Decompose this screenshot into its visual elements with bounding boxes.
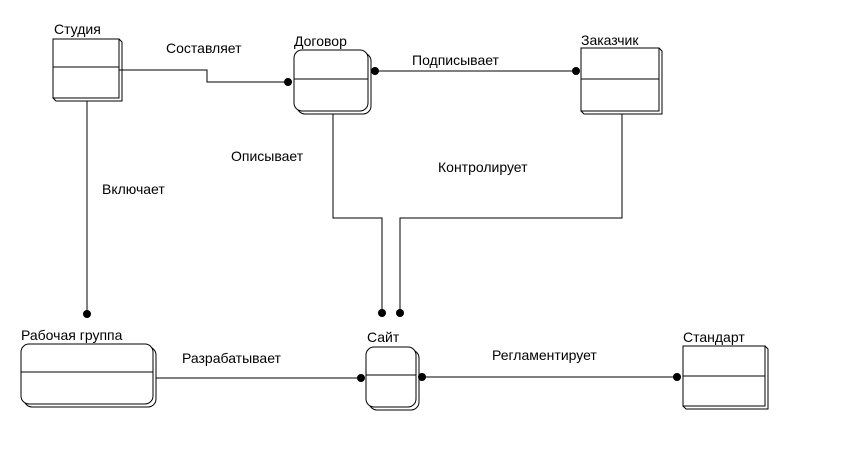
- entity-site-label: Сайт: [367, 329, 400, 345]
- relation-includes-end-dot: [83, 310, 91, 318]
- relation-develops[interactable]: Разрабатывает: [156, 350, 365, 382]
- relation-describes-label: Описывает: [231, 148, 304, 164]
- entity-customer[interactable]: Заказчик: [580, 32, 663, 115]
- entity-contract[interactable]: Договор: [293, 33, 372, 115]
- relation-regulates-start-dot: [418, 373, 426, 381]
- entity-contract-label: Договор: [294, 33, 347, 49]
- relation-composes[interactable]: Составляет: [119, 40, 292, 86]
- relation-regulates-end-dot: [673, 373, 681, 381]
- relation-signs-end-dot: [572, 67, 580, 75]
- relation-regulates[interactable]: Регламентирует: [418, 347, 681, 381]
- relation-describes-end-dot: [378, 309, 386, 317]
- relation-controls-label: Контролирует: [438, 159, 528, 175]
- relation-controls-end-dot: [396, 309, 404, 317]
- relation-describes[interactable]: Описывает: [231, 114, 386, 317]
- entity-workgroup-label: Рабочая группа: [21, 327, 123, 343]
- entity-site[interactable]: Сайт: [365, 329, 420, 411]
- relation-controls[interactable]: Контролирует: [396, 114, 623, 317]
- relation-includes-label: Включает: [102, 181, 165, 197]
- entity-standard-label: Стандарт: [683, 329, 745, 345]
- relation-develops-label: Разрабатывает: [182, 350, 282, 366]
- entity-standard[interactable]: Стандарт: [682, 329, 769, 410]
- entity-studio[interactable]: Студия: [52, 21, 123, 102]
- relation-composes-end-dot: [284, 78, 292, 86]
- relation-composes-label: Составляет: [166, 40, 242, 56]
- relation-includes[interactable]: Включает: [83, 101, 165, 318]
- relation-signs-label: Подписывает: [412, 52, 500, 68]
- relation-develops-end-dot: [357, 374, 365, 382]
- entity-studio-label: Студия: [54, 21, 101, 37]
- entity-customer-label: Заказчик: [581, 32, 639, 48]
- relation-regulates-label: Регламентирует: [492, 347, 597, 363]
- relation-signs-start-dot: [371, 67, 379, 75]
- relation-signs[interactable]: Подписывает: [371, 52, 580, 75]
- entity-workgroup[interactable]: Рабочая группа: [20, 327, 157, 408]
